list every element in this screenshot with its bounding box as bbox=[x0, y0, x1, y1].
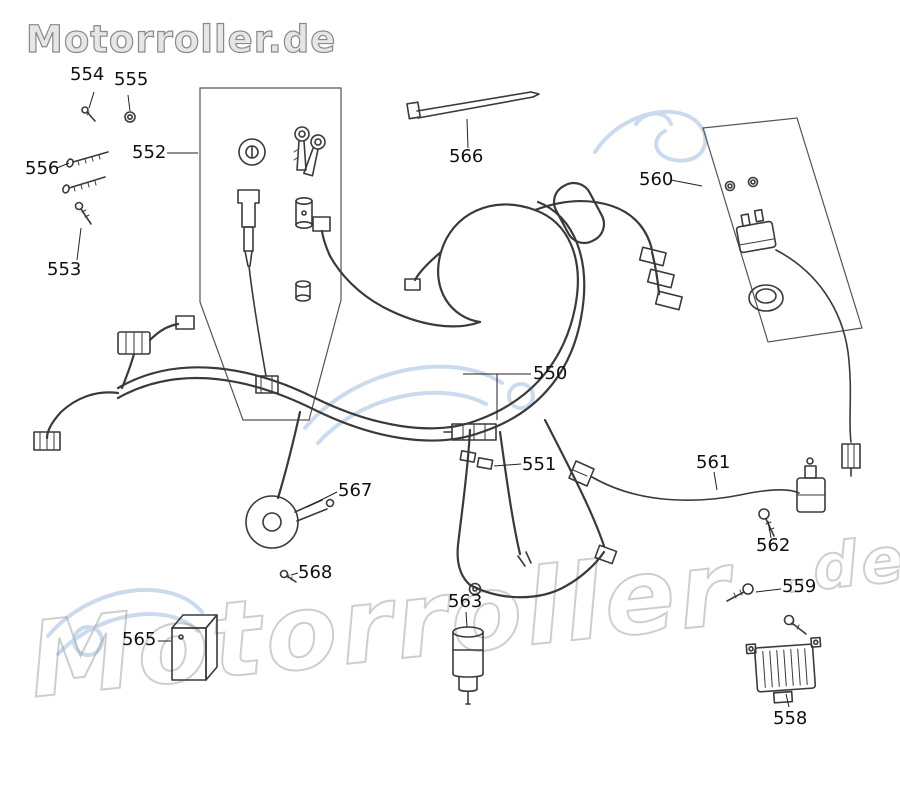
part-label-568: 568 bbox=[298, 562, 333, 583]
sketch-watermark bbox=[46, 109, 708, 657]
leader-lines bbox=[56, 91, 790, 708]
part-label-551: 551 bbox=[522, 454, 557, 475]
harness-connectors-drawing bbox=[33, 216, 683, 596]
part-label-559: 559 bbox=[782, 576, 817, 597]
watermark-suffix: .de bbox=[782, 522, 900, 607]
part-label-552: 552 bbox=[132, 142, 167, 163]
part-label-555: 555 bbox=[114, 69, 149, 90]
part-label-558: 558 bbox=[773, 708, 808, 729]
part-label-560: 560 bbox=[639, 169, 674, 190]
starter-relay-box-drawing bbox=[724, 176, 861, 477]
part-label-556: 556 bbox=[25, 158, 60, 179]
relay-group-box bbox=[702, 117, 863, 343]
wiring-harness-drawing bbox=[45, 199, 661, 599]
part-label-565: 565 bbox=[122, 629, 157, 650]
nut-555-drawing bbox=[124, 111, 136, 123]
part-label-561: 561 bbox=[696, 452, 731, 473]
brand-logo: Motorroller.de bbox=[26, 18, 336, 61]
flasher-relay-drawing bbox=[171, 614, 218, 681]
ignition-group-box bbox=[199, 87, 342, 421]
part-label-562: 562 bbox=[756, 535, 791, 556]
horn-drawing bbox=[245, 495, 335, 549]
screw-568-drawing bbox=[279, 569, 297, 583]
cable-tie-drawing bbox=[406, 91, 540, 120]
part-label-567: 567 bbox=[338, 480, 373, 501]
screw-559-drawing bbox=[726, 583, 754, 602]
cdi-unit-drawing bbox=[552, 181, 606, 245]
part-label-554: 554 bbox=[70, 64, 105, 85]
fuel-valve-drawing bbox=[452, 626, 484, 705]
ignition-switch-drawing bbox=[237, 126, 326, 394]
watermark-text: Motorroller bbox=[24, 526, 742, 721]
screw-562-drawing bbox=[758, 508, 775, 537]
part-label-550: 550 bbox=[533, 363, 568, 384]
part-label-563: 563 bbox=[448, 591, 483, 612]
fasteners-drawing bbox=[62, 106, 136, 225]
rectifier-drawing bbox=[745, 636, 822, 704]
group-boxes bbox=[199, 87, 863, 421]
connector-551-drawing bbox=[459, 450, 494, 470]
screw-554-drawing bbox=[81, 106, 89, 114]
spark-plug-lead-drawing bbox=[568, 457, 826, 513]
screw-553-drawing bbox=[74, 201, 84, 211]
part-label-553: 553 bbox=[47, 259, 82, 280]
screw-556b-drawing bbox=[62, 184, 70, 194]
bolt-drawing bbox=[783, 614, 807, 635]
screw-556a-drawing bbox=[66, 158, 74, 168]
part-label-566: 566 bbox=[449, 146, 484, 167]
connector-550-drawing bbox=[443, 423, 497, 441]
